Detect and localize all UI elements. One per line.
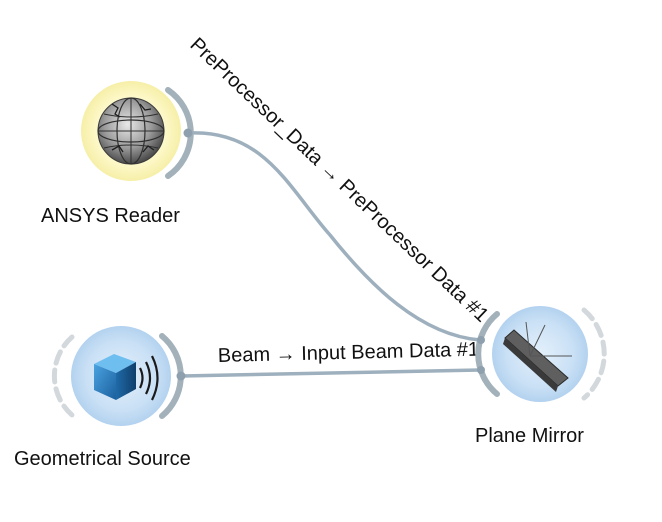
link-preprocessor-label: PreProcessor_Data → PreProcessor Data #1 bbox=[186, 34, 493, 327]
geometrical-source-output-anchor[interactable] bbox=[176, 371, 186, 381]
link-beam-line[interactable] bbox=[181, 368, 481, 378]
node-plane-mirror[interactable] bbox=[475, 306, 607, 402]
ansys-reader-output-anchor[interactable] bbox=[183, 128, 193, 138]
node-geometrical-source[interactable] bbox=[51, 326, 186, 426]
geometrical-source-label: Geometrical Source bbox=[14, 448, 191, 470]
plane-mirror-input-anchor-beam[interactable] bbox=[477, 366, 485, 374]
link-preprocessor[interactable]: PreProcessor_Data → PreProcessor Data #1 bbox=[186, 34, 493, 342]
plane-mirror-output-arc-dashed bbox=[581, 307, 607, 401]
link-preprocessor-line[interactable] bbox=[189, 131, 481, 342]
globe-icon bbox=[97, 97, 165, 165]
cube-icon bbox=[94, 354, 136, 400]
geometrical-source-input-arc-dashed bbox=[51, 334, 75, 418]
link-beam[interactable]: Beam → Input Beam Data #1 bbox=[181, 339, 481, 378]
signal-waves-icon bbox=[139, 355, 159, 401]
ansys-reader-label: ANSYS Reader bbox=[41, 205, 180, 227]
link-beam-label: Beam → Input Beam Data #1 bbox=[218, 339, 480, 367]
plane-mirror-input-arc bbox=[475, 311, 500, 397]
plane-mirror-label: Plane Mirror bbox=[475, 425, 584, 447]
plane-mirror-input-anchor-preprocessor[interactable] bbox=[477, 336, 485, 344]
node-ansys-reader[interactable] bbox=[81, 81, 194, 181]
mirror-icon bbox=[503, 321, 572, 392]
